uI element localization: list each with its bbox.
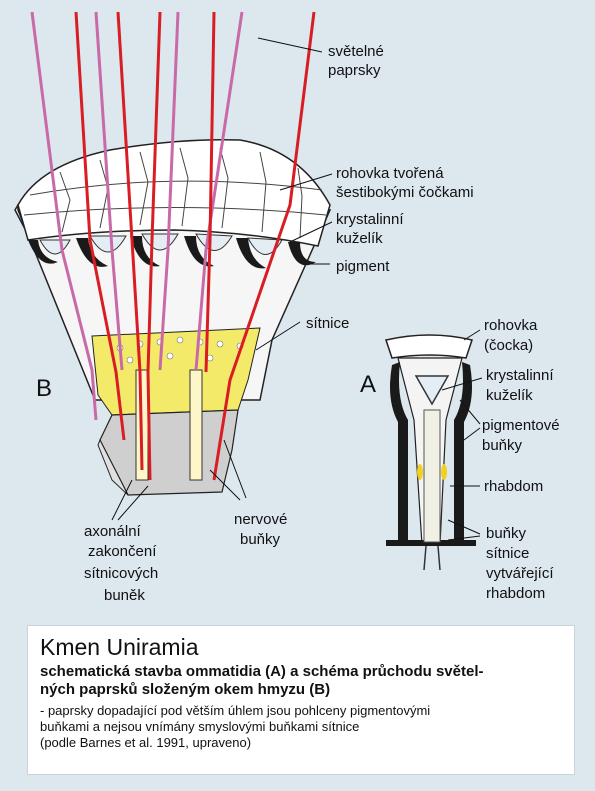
axons-a xyxy=(423,545,441,571)
caption-note-1: - paprsky dopadající pod větším úhlem js… xyxy=(40,703,431,718)
caption-title: Kmen Uniramia xyxy=(40,634,199,660)
pigment-right-a xyxy=(454,362,472,540)
label-rays-2: paprsky xyxy=(328,62,381,79)
rhabdom-spots xyxy=(417,464,447,480)
caption-box: Kmen Uniramia schematická stavba ommatid… xyxy=(27,625,575,775)
label-cornea-a-2: (čocka) xyxy=(484,337,533,354)
rhabdom-a xyxy=(423,409,441,543)
pigment-left-a xyxy=(390,362,408,540)
label-retina-cells-4: rhabdom xyxy=(486,585,545,602)
label-nerve-cells-1: nervové xyxy=(234,511,287,528)
crystalline-cone-a xyxy=(414,375,450,406)
compound-eye-b xyxy=(14,11,332,496)
caption-note-2: buňkami a nejsou vnímány smyslovými buňk… xyxy=(40,719,360,734)
label-axonal-2: zakončení xyxy=(88,543,157,560)
label-axonal-4: buněk xyxy=(104,587,145,604)
label-cone-a-2: kuželík xyxy=(486,387,533,404)
label-cone-a-1: krystalinní xyxy=(486,367,554,384)
caption-reference: (podle Barnes et al. 1991, upraveno) xyxy=(40,735,252,750)
labels: světelné paprsky rohovka tvořená šestibo… xyxy=(36,43,560,604)
label-retina-cells-2: sítnice xyxy=(486,545,529,562)
ommatidium-a xyxy=(385,334,476,571)
label-cornea-a-1: rohovka xyxy=(484,317,538,334)
label-retina: sítnice xyxy=(306,315,349,332)
label-pigment: pigment xyxy=(336,258,390,275)
label-pigment-cells-1: pigmentové xyxy=(482,417,560,434)
label-retina-cells-3: vytvářející xyxy=(486,565,554,582)
label-axonal-1: axonální xyxy=(84,523,142,540)
caption-subtitle-2: ných paprsků složeným okem hmyzu (B) xyxy=(40,681,331,698)
label-cone-b-2: kuželík xyxy=(336,230,383,247)
leader-lines xyxy=(111,37,483,541)
absorbed-rays xyxy=(30,11,244,421)
nerve-tissue-side xyxy=(97,438,129,496)
cornea-dome xyxy=(17,138,331,247)
label-rays-1: světelné xyxy=(328,43,384,60)
label-cornea-2: šestibokými čočkami xyxy=(336,184,474,201)
base-plate-a xyxy=(386,540,476,546)
light-rays xyxy=(74,11,316,481)
label-pigment-cells-2: buňky xyxy=(482,437,523,454)
label-cone-b-1: krystalinní xyxy=(336,211,404,228)
label-retina-cells-1: buňky xyxy=(486,525,527,542)
label-axonal-3: sítnicových xyxy=(84,565,158,582)
label-nerve-cells-2: buňky xyxy=(240,531,281,548)
cornea-a xyxy=(385,334,473,359)
letter-b: B xyxy=(36,375,52,402)
letter-a: A xyxy=(360,371,376,398)
label-rhabdom: rhabdom xyxy=(484,478,543,495)
caption-subtitle-1: schematická stavba ommatidia (A) a schém… xyxy=(40,663,484,680)
label-cornea-1: rohovka tvořená xyxy=(336,165,444,182)
